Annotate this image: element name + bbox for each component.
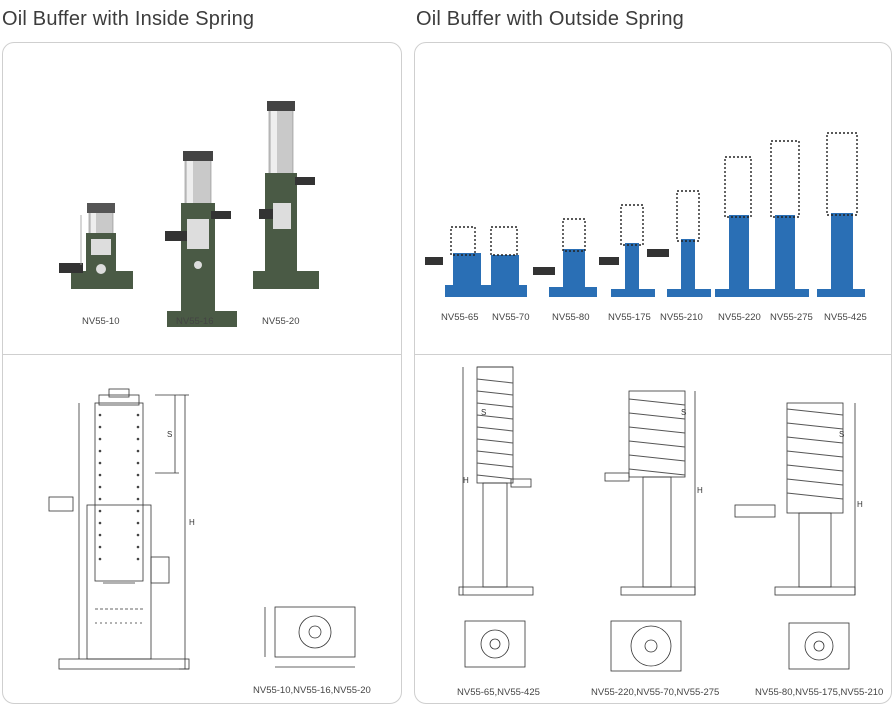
height-dim-label: H xyxy=(463,476,469,485)
stroke-dim-label: S xyxy=(481,408,486,417)
buffer-photo-nv55-275 xyxy=(761,140,809,297)
drawing-caption: NV55-80,NV55-175,NV55-210 xyxy=(755,687,884,698)
stroke-dim-label: S xyxy=(681,408,686,417)
panel-divider xyxy=(3,354,401,355)
model-label: NV55-175 xyxy=(608,312,651,323)
inside-spring-drawing xyxy=(48,388,190,670)
buffer-photo-nv55-80 xyxy=(533,218,597,297)
outside-spring-artwork: S H S H S H xyxy=(425,132,865,672)
model-label: NV55-65 xyxy=(441,312,479,323)
buffer-photo-nv55-10 xyxy=(59,203,133,289)
right-section-title: Oil Buffer with Outside Spring xyxy=(416,8,684,30)
drawing-caption: NV55-220,NV55-70,NV55-275 xyxy=(591,687,720,698)
outside-spring-drawings xyxy=(458,366,856,596)
model-label: NV55-210 xyxy=(660,312,703,323)
panel-divider xyxy=(415,354,891,355)
model-label: NV55-80 xyxy=(552,312,590,323)
buffer-photo-nv55-220 xyxy=(715,156,763,297)
inside-spring-panel: S H NV55-10 NV55-16 NV55-20 NV55-10,NV55… xyxy=(2,42,402,704)
left-section-title: Oil Buffer with Inside Spring xyxy=(2,8,255,30)
stroke-dim-label: S xyxy=(167,430,172,439)
model-label: NV55-220 xyxy=(718,312,761,323)
inside-spring-artwork: S H xyxy=(48,101,356,670)
model-label: NV55-425 xyxy=(824,312,867,323)
buffer-photo-nv55-65 xyxy=(425,226,489,297)
outside-spring-plan-views xyxy=(464,620,850,672)
outside-spring-coils xyxy=(476,378,844,500)
outside-spring-panel: S H S H S H NV55-65 NV55-70 NV55-80 NV55… xyxy=(414,42,892,704)
buffer-photo-nv55-425 xyxy=(817,132,865,297)
height-dim-label: H xyxy=(189,518,195,527)
model-label: NV55-20 xyxy=(262,316,300,327)
model-label: NV55-16 xyxy=(176,316,214,327)
buffer-photo-nv55-20 xyxy=(253,101,319,289)
height-dim-label: H xyxy=(857,500,863,509)
model-label: NV55-70 xyxy=(492,312,530,323)
model-label: NV55-10 xyxy=(82,316,120,327)
height-dim-label: H xyxy=(697,486,703,495)
buffer-photo-nv55-175 xyxy=(599,204,655,297)
stroke-dim-label: S xyxy=(839,430,844,439)
drawing-caption: NV55-65,NV55-425 xyxy=(457,687,540,698)
model-label: NV55-275 xyxy=(770,312,813,323)
drawing-caption: NV55-10,NV55-16,NV55-20 xyxy=(253,685,371,696)
buffer-photo-nv55-16 xyxy=(165,151,237,327)
inside-spring-plan-view xyxy=(264,606,356,668)
inside-spring-coils xyxy=(98,413,140,561)
buffer-photo-nv55-70 xyxy=(483,226,527,297)
buffer-photo-nv55-210 xyxy=(647,190,711,297)
